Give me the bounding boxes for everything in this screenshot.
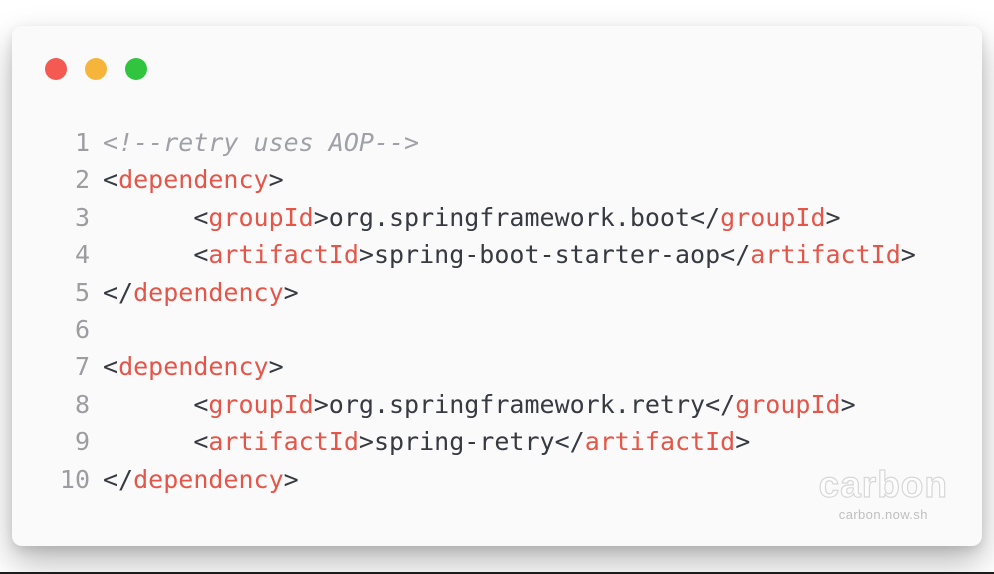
code-line: 2 <dependency> xyxy=(12,161,982,198)
code-line: 8 <groupId>org.springframework.retry</gr… xyxy=(12,386,982,423)
code-line-content: <groupId>org.springframework.retry</grou… xyxy=(193,389,856,419)
carbon-url-text: carbon.now.sh xyxy=(838,507,928,522)
code-line: 4 <artifactId>spring-boot-starter-aop</a… xyxy=(12,236,982,273)
carbon-logo-text: carbon xyxy=(818,464,948,505)
traffic-lights xyxy=(45,58,147,80)
line-number: 9 xyxy=(74,427,90,457)
line-number: 4 xyxy=(74,240,90,270)
carbon-watermark: carbon carbon.now.sh xyxy=(818,464,948,522)
zoom-button[interactable] xyxy=(125,58,147,80)
code-line: 5 </dependency> xyxy=(12,274,982,311)
line-number: 6 xyxy=(74,315,90,345)
code-line-content: <!--retry uses AOP--> xyxy=(103,128,420,157)
line-number: 1 xyxy=(74,128,90,157)
code-line: 10 </dependency> xyxy=(12,461,982,498)
code-line-content: <dependency> xyxy=(103,165,284,195)
code-line: 6 xyxy=(12,311,982,348)
line-number: 5 xyxy=(74,277,90,307)
code-line-content: <groupId>org.springframework.boot</group… xyxy=(193,202,841,232)
screen-bottom-edge xyxy=(0,572,994,574)
close-button[interactable] xyxy=(45,58,67,80)
code-line: 9 <artifactId>spring-retry</artifactId> xyxy=(12,423,982,460)
code-line: 7 <dependency> xyxy=(12,348,982,385)
code-line-content: <dependency> xyxy=(103,352,284,382)
code-line-content: <artifactId>spring-boot-starter-aop</art… xyxy=(193,240,916,270)
code-area: 1 <!--retry uses AOP--> 2 <dependency> 3 <gr… xyxy=(12,124,982,498)
line-number: 7 xyxy=(74,352,90,382)
line-number: 3 xyxy=(74,202,90,232)
line-number: 10 xyxy=(59,464,90,494)
code-line: 3 <groupId>org.springframework.boot</gro… xyxy=(12,199,982,236)
code-line-content: </dependency> xyxy=(103,464,299,494)
line-number: 8 xyxy=(74,389,90,419)
line-number: 2 xyxy=(74,165,90,195)
code-line-content: </dependency> xyxy=(103,277,299,307)
code-line-content: <artifactId>spring-retry</artifactId> xyxy=(193,427,751,457)
code-window-card: 1 <!--retry uses AOP--> 2 <dependency> 3 <gr… xyxy=(12,26,982,546)
code-line: 1 <!--retry uses AOP--> xyxy=(12,124,982,161)
minimize-button[interactable] xyxy=(85,58,107,80)
